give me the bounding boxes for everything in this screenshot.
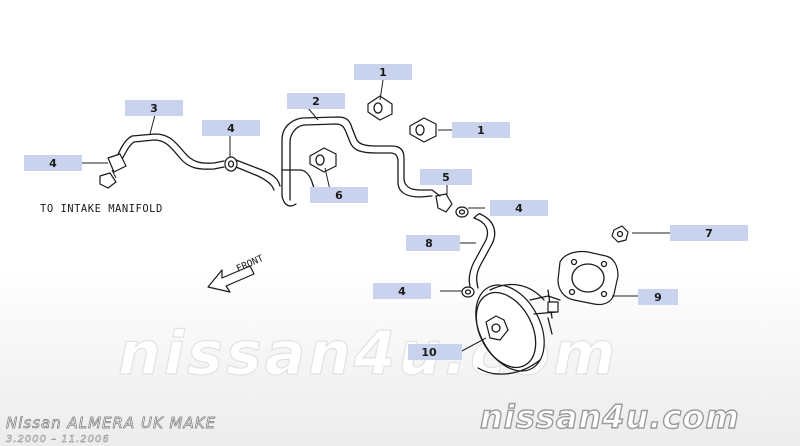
brake-booster-10 [475, 283, 561, 375]
tube-clip-1-lower [409, 117, 437, 143]
svg-text:6: 6 [335, 189, 343, 202]
intake-manifold-note: TO INTAKE MANIFOLD [40, 203, 163, 215]
callout-5: 5 [420, 169, 472, 185]
callout-8: 8 [406, 235, 460, 251]
svg-text:1: 1 [477, 124, 485, 137]
hose-clamp-4-lower [461, 286, 475, 298]
check-valve-5 [431, 189, 453, 213]
svg-text:4: 4 [227, 122, 235, 135]
callout-9: 9 [638, 289, 678, 305]
callout-7: 7 [670, 225, 748, 241]
svg-text:4: 4 [398, 285, 406, 298]
svg-text:9: 9 [654, 291, 662, 304]
leader-lines [70, 79, 672, 353]
hose-clamp-4-right [455, 206, 469, 218]
tube-clip-1-upper [367, 95, 393, 121]
callout-1-lower: 1 [452, 122, 510, 138]
svg-text:3: 3 [150, 102, 158, 115]
svg-text:4: 4 [515, 202, 523, 215]
svg-text:1: 1 [379, 66, 387, 79]
footer-title: Nissan ALMERA UK MAKE [6, 414, 216, 432]
short-hose-segment [235, 159, 281, 187]
callout-3: 3 [125, 100, 183, 116]
tube-clip-6 [309, 147, 337, 173]
footer-date-range: 3.2000 – 11.2006 [6, 434, 110, 445]
vacuum-tube-2 [281, 116, 433, 207]
callout-4-upper: 4 [202, 120, 260, 136]
svg-text:2: 2 [312, 95, 320, 108]
vacuum-hose-8 [468, 213, 496, 289]
callout-4-left: 4 [24, 155, 82, 171]
svg-text:8: 8 [425, 237, 433, 250]
svg-text:5: 5 [442, 171, 450, 184]
front-arrow: FRONT [207, 253, 266, 293]
callout-6: 6 [310, 187, 368, 203]
svg-text:10: 10 [421, 346, 437, 359]
svg-text:7: 7 [705, 227, 713, 240]
callout-4-lower: 4 [373, 283, 431, 299]
callout-1-upper: 1 [354, 64, 412, 80]
callout-2: 2 [287, 93, 345, 109]
callout-4-right: 4 [490, 200, 548, 216]
vacuum-hose-3 [99, 133, 225, 189]
callout-10: 10 [408, 344, 462, 360]
hose-clamp-4-upper [224, 156, 238, 172]
watermark-corner: nissan4u.com [480, 398, 740, 436]
watermark-center: nissan4u.com [118, 319, 618, 389]
svg-text:4: 4 [49, 157, 57, 170]
booster-gasket-9 [557, 250, 619, 306]
booster-nut-7 [611, 225, 629, 243]
